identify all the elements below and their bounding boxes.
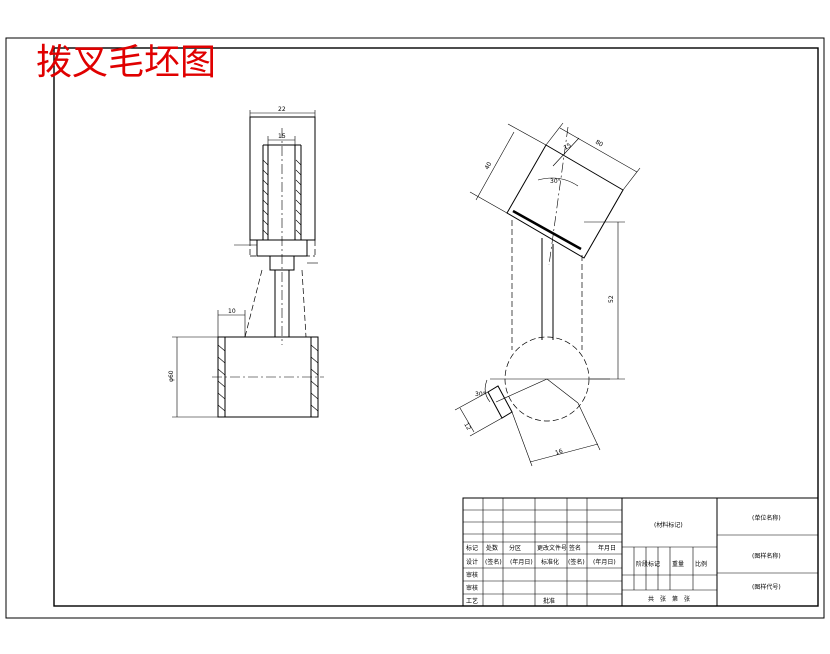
tb-r2-c4: 标准化 — [541, 558, 559, 566]
dim-bottom-b: 16 — [554, 448, 564, 457]
tb-r2-c2: (签名) — [485, 558, 502, 566]
right-view: 52 40 15 80 30° 30° 12 16 — [454, 122, 641, 467]
dim-top-width: 22 — [278, 106, 286, 113]
tb-material: (材料标记) — [654, 521, 683, 529]
dim-side: 10 — [228, 308, 236, 315]
dim-angle-top: 30° — [550, 178, 561, 185]
drawing-title: 拨叉毛坯图 — [36, 42, 216, 83]
tb-review: 审核 — [466, 571, 478, 579]
dim-top-a: 40 — [484, 161, 494, 171]
tb-stage-mark: 阶段标记 — [636, 560, 660, 568]
tb-r1-c1: 标记 — [466, 544, 478, 552]
dim-bottom-a: 12 — [462, 422, 472, 432]
inner-frame — [53, 47, 819, 607]
tb-craft: 工艺 — [466, 597, 478, 605]
upper-bore — [267, 144, 296, 241]
lower-block — [487, 385, 513, 419]
title-block: (材料标记) (单位名称) (图样名称) (图样代号) 阶段标记 重量 比例 共… — [462, 497, 819, 607]
tb-r1-c3: 分区 — [509, 544, 521, 552]
tb-process: 审核 — [466, 584, 478, 592]
dim-angle-bottom: 30° — [475, 391, 486, 398]
tb-r1-c2: 处数 — [486, 544, 498, 552]
left-view: 22 15 10 φ60 — [168, 106, 324, 418]
tb-r1-c4: 更改文件号 — [537, 544, 567, 552]
tb-r1-c5: 签名 — [569, 544, 581, 552]
tb-weight: 重量 — [672, 560, 684, 568]
tb-r1-c6: 年月日 — [598, 544, 616, 552]
tb-part-name: (图样名称) — [752, 552, 781, 560]
tb-r2-c3: (年月日) — [510, 558, 533, 566]
dim-bore: 15 — [278, 133, 286, 140]
dim-top-c: 80 — [594, 139, 604, 149]
tb-part-code: (图样代号) — [752, 583, 781, 591]
tb-sheets: 共 张 第 张 — [648, 595, 690, 603]
tb-r2-c6: (年月日) — [593, 558, 616, 566]
dim-height: 52 — [608, 295, 615, 303]
tb-approve: 批准 — [543, 597, 555, 605]
tb-unit: (单位名称) — [752, 514, 781, 522]
outer-frame — [5, 37, 825, 619]
tb-scale: 比例 — [695, 560, 707, 568]
dim-diameter: φ60 — [168, 370, 175, 382]
tb-r2-c5: (签名) — [568, 558, 585, 566]
dim-top-b: 15 — [563, 142, 573, 152]
tb-r2-c1: 设计 — [466, 558, 478, 566]
